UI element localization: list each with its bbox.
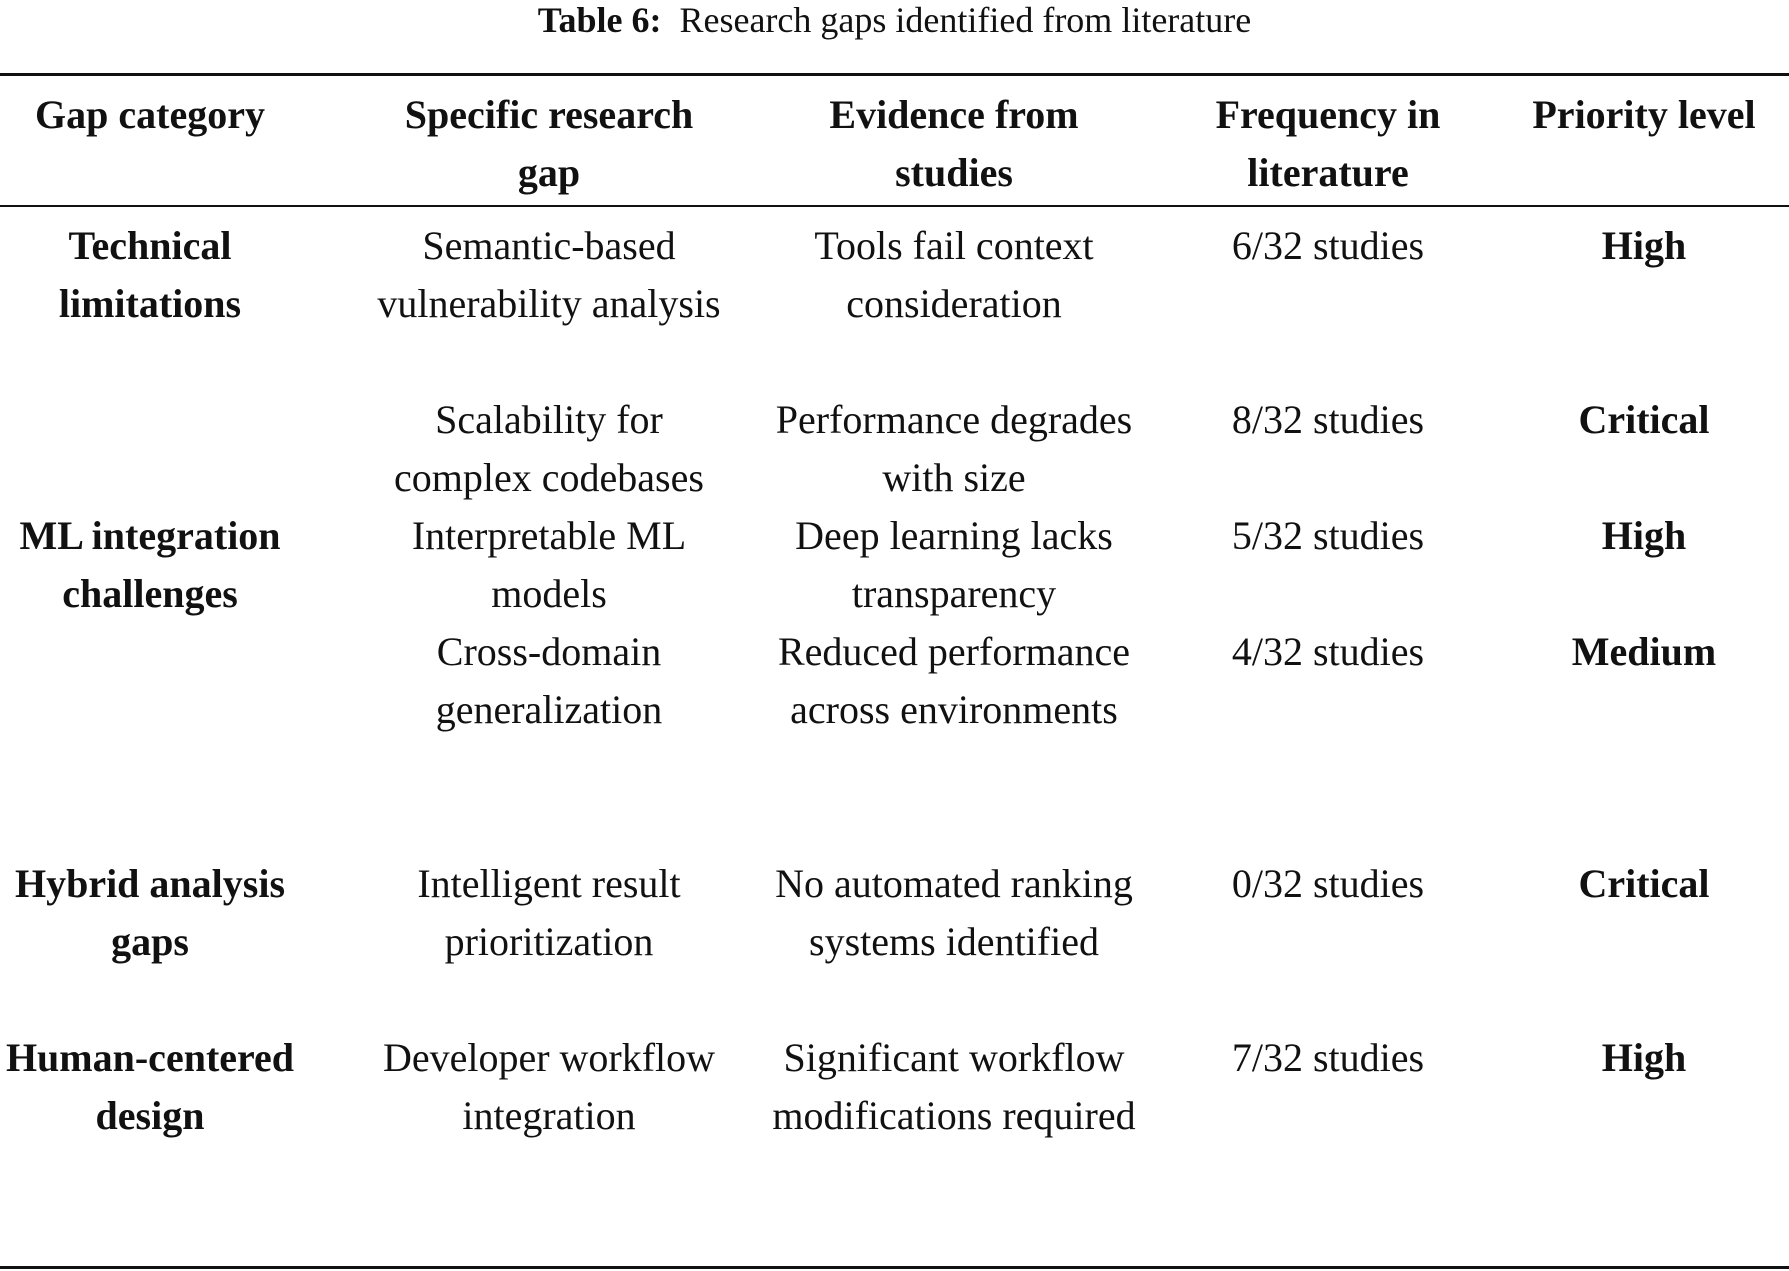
row-4-gap: Cross-domain generalization bbox=[435, 629, 663, 732]
row-5-priority: Critical bbox=[1578, 861, 1710, 906]
row-4-frequency: 4/32 studies bbox=[1231, 629, 1425, 674]
row-6-priority: High bbox=[1601, 1035, 1687, 1080]
row-2-frequency: 8/32 studies bbox=[1231, 397, 1425, 442]
row-4-evidence: Reduced performance across environments bbox=[777, 629, 1131, 732]
row-5-category: Hybrid analysis gaps bbox=[14, 861, 286, 964]
row-5-evidence: No automated ranking systems identified bbox=[775, 861, 1133, 964]
header-evidence: Evidence from studies bbox=[829, 92, 1079, 195]
row-3-gap: Interpretable ML models bbox=[411, 513, 687, 616]
row-6-gap: Developer workflow integration bbox=[382, 1035, 716, 1138]
header-gap-category: Gap category bbox=[35, 92, 265, 137]
row-3-frequency: 5/32 studies bbox=[1231, 513, 1425, 558]
row-6-evidence: Significant workflow modifications requi… bbox=[772, 1035, 1136, 1138]
row-2-evidence: Performance degrades with size bbox=[775, 397, 1133, 500]
row-5-gap: Intelligent result prioritization bbox=[417, 861, 681, 964]
row-4-priority: Medium bbox=[1571, 629, 1717, 674]
row-2-priority: Critical bbox=[1578, 397, 1710, 442]
row-6-category: Human-centered design bbox=[5, 1035, 295, 1138]
row-1-frequency: 6/32 studies bbox=[1231, 223, 1425, 268]
caption-label: Table 6: bbox=[537, 0, 662, 40]
header-frequency: Frequency in literature bbox=[1215, 92, 1441, 195]
row-1-evidence: Tools fail context consideration bbox=[814, 223, 1094, 326]
row-1-category: Technical limitations bbox=[58, 223, 242, 326]
header-specific-gap: Specific research gap bbox=[404, 92, 694, 195]
table-caption: Table 6: Research gaps identified from l… bbox=[0, 0, 1789, 44]
row-3-evidence: Deep learning lacks transparency bbox=[795, 513, 1113, 616]
row-1-priority: High bbox=[1601, 223, 1687, 268]
row-5-frequency: 0/32 studies bbox=[1231, 861, 1425, 906]
row-6-frequency: 7/32 studies bbox=[1231, 1035, 1425, 1080]
table-header-rule bbox=[0, 205, 1789, 207]
table-bottom-rule bbox=[0, 1266, 1789, 1269]
header-priority: Priority level bbox=[1532, 92, 1756, 137]
row-2-gap: Scalability for complex codebases bbox=[394, 397, 704, 500]
table-top-rule bbox=[0, 73, 1789, 76]
row-3-priority: High bbox=[1601, 513, 1687, 558]
row-3-category: ML integration challenges bbox=[19, 513, 281, 616]
row-1-gap: Semantic-based vulnerability analysis bbox=[377, 223, 721, 326]
caption-text: Research gaps identified from literature bbox=[679, 0, 1252, 40]
